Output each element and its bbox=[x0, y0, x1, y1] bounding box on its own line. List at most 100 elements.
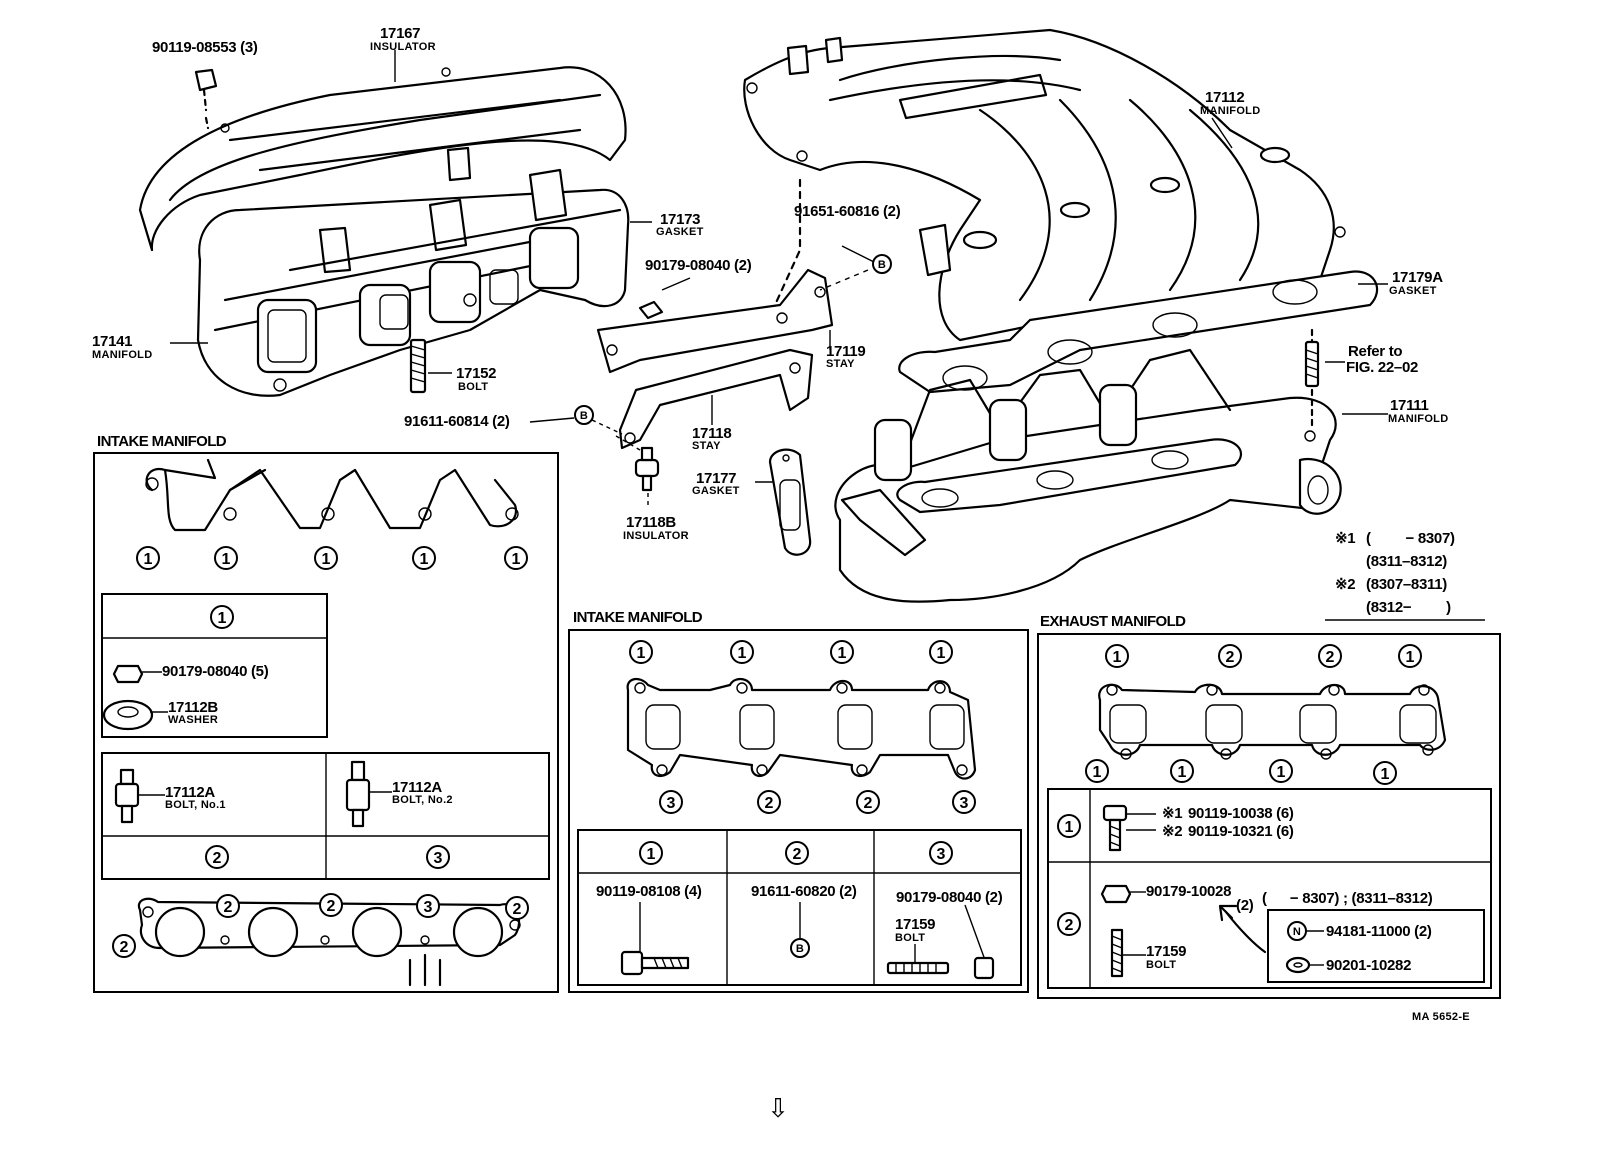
label-manifold-17112-name: MANIFOLD bbox=[1200, 105, 1260, 117]
label-manifold-17141-name: MANIFOLD bbox=[92, 349, 152, 361]
right-table-row1-header: 1 bbox=[1065, 819, 1074, 836]
stay-17119-drawing bbox=[596, 178, 834, 374]
callout-row-top: 1 1 1 1 1 bbox=[136, 546, 528, 570]
manifold-17112-drawing bbox=[743, 28, 1346, 342]
label-nut-90179-08040-2: 90179-08040 (2) bbox=[896, 889, 1003, 906]
svg-text:2: 2 bbox=[1326, 649, 1335, 666]
legend-row-1: ( − 8307) bbox=[1366, 530, 1455, 547]
label-gasket-17177-no: 17177 bbox=[696, 470, 736, 487]
label-stay-17119-no: 17119 bbox=[826, 343, 865, 360]
gasket-17179a-drawing bbox=[898, 270, 1379, 394]
svg-text:1: 1 bbox=[838, 645, 847, 662]
svg-text:3: 3 bbox=[424, 899, 433, 916]
insulator-17118b-drawing bbox=[615, 435, 660, 505]
stay-17118-drawing bbox=[618, 348, 814, 450]
label-manifold-17141-no: 17141 bbox=[92, 333, 132, 350]
marker-b-label: B bbox=[580, 410, 588, 422]
label-gasket-17179a-no: 17179A bbox=[1392, 269, 1443, 286]
label-insulator-17118b-no: 17118B bbox=[626, 514, 676, 531]
bolt-90119-08553-drawing bbox=[194, 68, 218, 130]
nut-90179-08040-drawing bbox=[638, 300, 664, 320]
label-insulator-17118b-name: INSULATOR bbox=[623, 530, 689, 542]
svg-text:2: 2 bbox=[1226, 649, 1235, 666]
legend-row-4: (8312− ) bbox=[1366, 599, 1451, 616]
label-bolt-90119-08553: 90119-08553 (3) bbox=[152, 39, 258, 56]
panel-exhaust-manifold: EXHAUST MANIFOLD 1 2 2 1 1 1 1 1 1 2 ※1 … bbox=[1037, 613, 1501, 999]
date-range-legend: ※1 ( − 8307) (8311–8312) ※2 (8307–8311) … bbox=[1325, 530, 1485, 621]
gasket-17177-drawing bbox=[768, 448, 812, 556]
svg-text:1: 1 bbox=[1406, 649, 1415, 666]
label-bolt-17159-right-name: BOLT bbox=[1146, 959, 1176, 971]
legend-mark-2: ※2 bbox=[1335, 576, 1355, 593]
label-nut-qty: (2) bbox=[1236, 897, 1254, 914]
label-refer-line1: Refer to bbox=[1348, 343, 1402, 360]
label-insulator-name: INSULATOR bbox=[370, 41, 436, 53]
panel-right-title: EXHAUST MANIFOLD bbox=[1040, 613, 1186, 630]
leader-lines-top-left bbox=[170, 50, 691, 374]
part-labels: 90119-08553 (3) 17167 INSULATOR 17173 GA… bbox=[92, 25, 1448, 542]
svg-text:1: 1 bbox=[937, 645, 946, 662]
label-manifold-17111-name: MANIFOLD bbox=[1388, 413, 1448, 425]
label-stay-17118-no: 17118 bbox=[692, 425, 731, 442]
label-insulator-no: 17167 bbox=[380, 25, 420, 42]
label-bolt-90119-10321: 90119-10321 (6) bbox=[1188, 823, 1294, 840]
leader-lines-right bbox=[1211, 117, 1388, 415]
svg-text:1: 1 bbox=[1113, 649, 1122, 666]
svg-text:2: 2 bbox=[513, 901, 522, 918]
gasket-17173-drawing bbox=[288, 208, 622, 330]
label-nut-90179-10028: 90179-10028 bbox=[1146, 883, 1231, 900]
next-page-arrow[interactable]: ⇩ bbox=[767, 1093, 789, 1123]
marker-b-left: B bbox=[574, 405, 594, 425]
mid-table-col1-header: 1 bbox=[647, 846, 656, 863]
label-stay-17119-name: STAY bbox=[826, 358, 855, 370]
label-bolt-90119-10038: 90119-10038 (6) bbox=[1188, 805, 1294, 822]
svg-text:2: 2 bbox=[327, 898, 336, 915]
label-gasket-90201: 90201-10282 bbox=[1326, 957, 1411, 974]
down-arrow-icon[interactable]: ⇩ bbox=[767, 1093, 789, 1123]
label-bolt-17152-name: BOLT bbox=[458, 381, 488, 393]
manifold-17111-drawing bbox=[834, 328, 1342, 603]
svg-text:3: 3 bbox=[667, 795, 676, 812]
label-washer-no: 17112B bbox=[168, 699, 218, 716]
panel-mid-title: INTAKE MANIFOLD bbox=[573, 609, 703, 626]
svg-text:1: 1 bbox=[512, 551, 521, 568]
leader-lines-center bbox=[529, 245, 875, 483]
manifold-17141-drawing bbox=[196, 146, 630, 397]
table2-col1-header: 2 bbox=[213, 850, 222, 867]
label-refer-line2: FIG. 22–02 bbox=[1346, 359, 1418, 376]
label-bolt-no2-no: 17112A bbox=[392, 779, 442, 796]
label-bolt-91651: 91651-60816 (2) bbox=[794, 203, 901, 220]
figure-code: MA 5652-E bbox=[1412, 1011, 1470, 1023]
stud-refer-drawing bbox=[1304, 340, 1320, 388]
svg-text:1: 1 bbox=[222, 551, 231, 568]
marker-b-label: B bbox=[878, 259, 886, 271]
label-nut-range: ( − 8307) ; (8311–8312) bbox=[1262, 890, 1433, 907]
svg-text:1: 1 bbox=[1178, 764, 1187, 781]
panel-left-title: INTAKE MANIFOLD bbox=[97, 433, 227, 450]
svg-text:2: 2 bbox=[120, 939, 129, 956]
svg-text:1: 1 bbox=[637, 645, 646, 662]
table1-header: 1 bbox=[218, 610, 227, 627]
panel-intake-manifold-mid: INTAKE MANIFOLD 1 1 1 1 3 2 2 3 1 2 3 90… bbox=[568, 609, 1029, 993]
svg-text:2: 2 bbox=[224, 899, 233, 916]
label-washer-name: WASHER bbox=[168, 714, 218, 726]
label-gasket-17177-name: GASKET bbox=[692, 485, 740, 497]
svg-text:1: 1 bbox=[144, 551, 153, 568]
label-bolt-17159-right-no: 17159 bbox=[1146, 943, 1186, 960]
label-bolt-17159-name: BOLT bbox=[895, 932, 925, 944]
svg-text:1: 1 bbox=[738, 645, 747, 662]
label-bolt-no1-name: BOLT, No.1 bbox=[165, 799, 226, 811]
legend-row-3: (8307–8311) bbox=[1366, 576, 1447, 593]
legend-row-2: (8311–8312) bbox=[1366, 553, 1447, 570]
label-manifold-17112-no: 17112 bbox=[1205, 89, 1244, 106]
label-stay-17118-name: STAY bbox=[692, 440, 721, 452]
bolt-17152-drawing bbox=[409, 338, 427, 394]
label-gasket-17173-name: GASKET bbox=[656, 226, 704, 238]
label-bolt-90119-08108: 90119-08108 (4) bbox=[596, 883, 702, 900]
label-gasket-17173-no: 17173 bbox=[660, 211, 700, 228]
label-bolt-no1-no: 17112A bbox=[165, 784, 215, 801]
right-table-row2-header: 2 bbox=[1065, 917, 1074, 934]
mid-table-col3-header: 3 bbox=[937, 846, 946, 863]
right-mark-1: ※1 bbox=[1162, 805, 1182, 822]
svg-text:1: 1 bbox=[1277, 764, 1286, 781]
